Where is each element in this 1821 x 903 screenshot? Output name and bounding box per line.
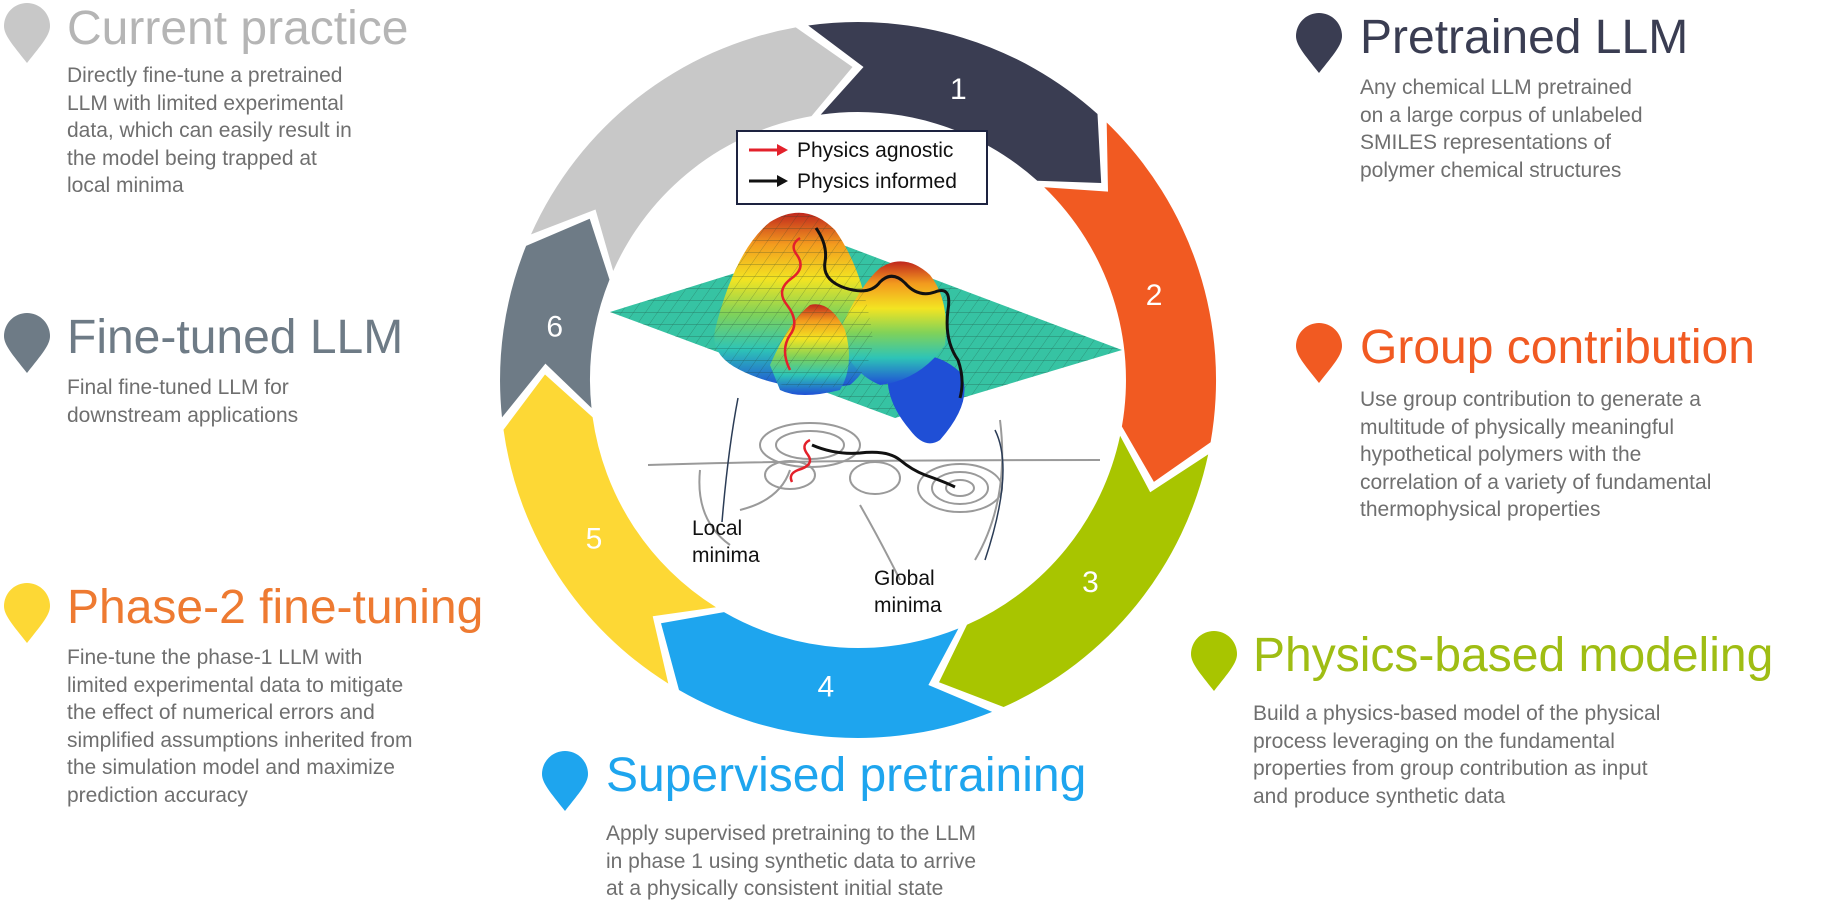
- block-fine-tuned: Fine-tuned LLM Final fine-tuned LLM for …: [0, 310, 460, 440]
- global-minima-label-2: minima: [874, 594, 942, 617]
- physics-modeling-title: Physics-based modeling: [1253, 629, 1774, 682]
- cycle-segment-2: [1044, 122, 1217, 482]
- cycle-segment-6: [500, 218, 610, 418]
- informed-path-surface: [814, 227, 964, 399]
- desc-line: Apply supervised pretraining to the LLM: [606, 822, 977, 845]
- cycle-ring: [500, 22, 1217, 738]
- location-pin-icon: [4, 583, 50, 643]
- block-pretrained: Pretrained LLM Any chemical LLM pretrain…: [1292, 10, 1712, 190]
- desc-line: SMILES representations of: [1360, 131, 1611, 154]
- desc-line: Fine-tune the phase-1 LLM with: [67, 646, 363, 669]
- landscape-mesh-overlay: [714, 212, 873, 388]
- desc-line: downstream applications: [67, 403, 299, 427]
- fine-tuned-title: Fine-tuned LLM: [67, 311, 404, 364]
- group-contribution-desc: Use group contribution to generate a mul…: [1360, 386, 1810, 524]
- agnostic-path-contour: [789, 438, 812, 483]
- cycle-segment-5: [503, 374, 716, 684]
- desc-line: hypothetical polymers with the: [1360, 443, 1642, 466]
- desc-line: thermophysical properties: [1360, 498, 1601, 521]
- location-pin-icon: [4, 3, 50, 63]
- desc-line: LLM with limited experimental: [67, 91, 344, 115]
- desc-line: Final fine-tuned LLM for: [67, 376, 289, 399]
- local-minima-label-2: minima: [692, 544, 760, 567]
- block-group-contribution: Group contribution Use group contributio…: [1292, 320, 1820, 530]
- legend-agnostic-label: Physics agnostic: [797, 139, 953, 162]
- current-practice-desc: Directly fine-tune a pretrained LLM with…: [67, 62, 447, 200]
- desc-line: limited experimental data to mitigate: [67, 673, 404, 697]
- desc-line: Any chemical LLM pretrained: [1360, 76, 1632, 99]
- desc-line: local minima: [67, 174, 184, 197]
- cycle-step-number-2: 2: [1146, 279, 1163, 312]
- location-pin-icon: [4, 313, 50, 373]
- desc-line: the model being trapped at: [67, 146, 317, 170]
- global-minima-label-1: Global: [874, 567, 935, 590]
- legend: Physics agnostic Physics informed: [736, 130, 988, 205]
- pretrained-desc: Any chemical LLM pretrained on a large c…: [1360, 74, 1710, 184]
- block-physics-modeling: Physics-based modeling Build a physics-b…: [1187, 628, 1821, 818]
- desc-line: and produce synthetic data: [1253, 784, 1506, 808]
- supervised-title: Supervised pretraining: [606, 749, 1087, 802]
- desc-line: on a large corpus of unlabeled: [1360, 103, 1643, 127]
- desc-line: simplified assumptions inherited from: [67, 728, 413, 752]
- group-contribution-title: Group contribution: [1360, 321, 1755, 374]
- desc-line: process leveraging on the fundamental: [1253, 729, 1615, 753]
- current-practice-title: Current practice: [67, 2, 409, 55]
- location-pin-icon: [1191, 631, 1237, 691]
- desc-line: in phase 1 using synthetic data to arriv…: [606, 849, 977, 873]
- loss-landscape: Local minima Global minima: [610, 212, 1122, 617]
- physics-modeling-desc: Build a physics-based model of the physi…: [1253, 700, 1773, 810]
- cycle-segment-4: [661, 612, 993, 738]
- block-phase2: Phase-2 fine-tuning Fine-tune the phase-…: [0, 580, 520, 820]
- block-supervised: Supervised pretraining Apply supervised …: [538, 748, 1178, 903]
- contour-lines: [647, 419, 1101, 581]
- desc-line: polymer chemical structures: [1360, 158, 1622, 182]
- pretrained-title: Pretrained LLM: [1360, 11, 1689, 64]
- informed-path-contour: [811, 443, 956, 489]
- phase2-desc: Fine-tune the phase-1 LLM with limited e…: [67, 644, 517, 809]
- desc-line: at a physically consistent initial state: [606, 877, 944, 900]
- phase2-title: Phase-2 fine-tuning: [67, 581, 484, 634]
- location-pin-icon: [542, 751, 588, 811]
- local-minima-leader: [721, 397, 739, 523]
- desc-line: the simulation model and maximize: [67, 756, 395, 779]
- cycle-numbers: 1 2 3 4 5 6: [546, 73, 1163, 703]
- legend-informed-arrow-head: [777, 175, 788, 187]
- desc-line: Directly fine-tune a pretrained: [67, 64, 343, 87]
- cycle-step-number-1: 1: [950, 73, 967, 106]
- cycle-step-number-3: 3: [1082, 566, 1099, 599]
- desc-line: correlation of a variety of fundamental: [1360, 470, 1712, 494]
- desc-line: Use group contribution to generate a: [1360, 388, 1701, 411]
- location-pin-icon: [1296, 323, 1342, 383]
- cycle-step-number-5: 5: [586, 523, 603, 556]
- cycle-segment-1: [808, 22, 1102, 184]
- supervised-desc: Apply supervised pretraining to the LLM …: [606, 820, 1046, 903]
- legend-agnostic-arrow-head: [777, 144, 788, 156]
- legend-box: [736, 130, 988, 205]
- desc-line: prediction accuracy: [67, 783, 248, 807]
- fine-tuned-desc: Final fine-tuned LLM for downstream appl…: [67, 374, 447, 429]
- desc-line: the effect of numerical errors and: [67, 701, 375, 724]
- block-current-practice: Current practice Directly fine-tune a pr…: [0, 0, 460, 210]
- cycle-segment-3: [939, 435, 1209, 707]
- local-minima-label-1: Local: [692, 517, 742, 540]
- cycle-segment-current: [531, 27, 853, 272]
- desc-line: data, which can easily result in: [67, 119, 352, 142]
- agnostic-path-surface: [780, 236, 802, 371]
- desc-line: Build a physics-based model of the physi…: [1253, 702, 1661, 725]
- global-minima-leader: [984, 429, 1004, 561]
- location-pin-icon: [1296, 13, 1342, 73]
- cycle-step-number-6: 6: [546, 311, 563, 344]
- desc-line: multitude of physically meaningful: [1360, 415, 1674, 439]
- legend-informed-label: Physics informed: [797, 170, 957, 193]
- desc-line: properties from group contribution as in…: [1253, 757, 1648, 780]
- cycle-step-number-4: 4: [817, 670, 834, 703]
